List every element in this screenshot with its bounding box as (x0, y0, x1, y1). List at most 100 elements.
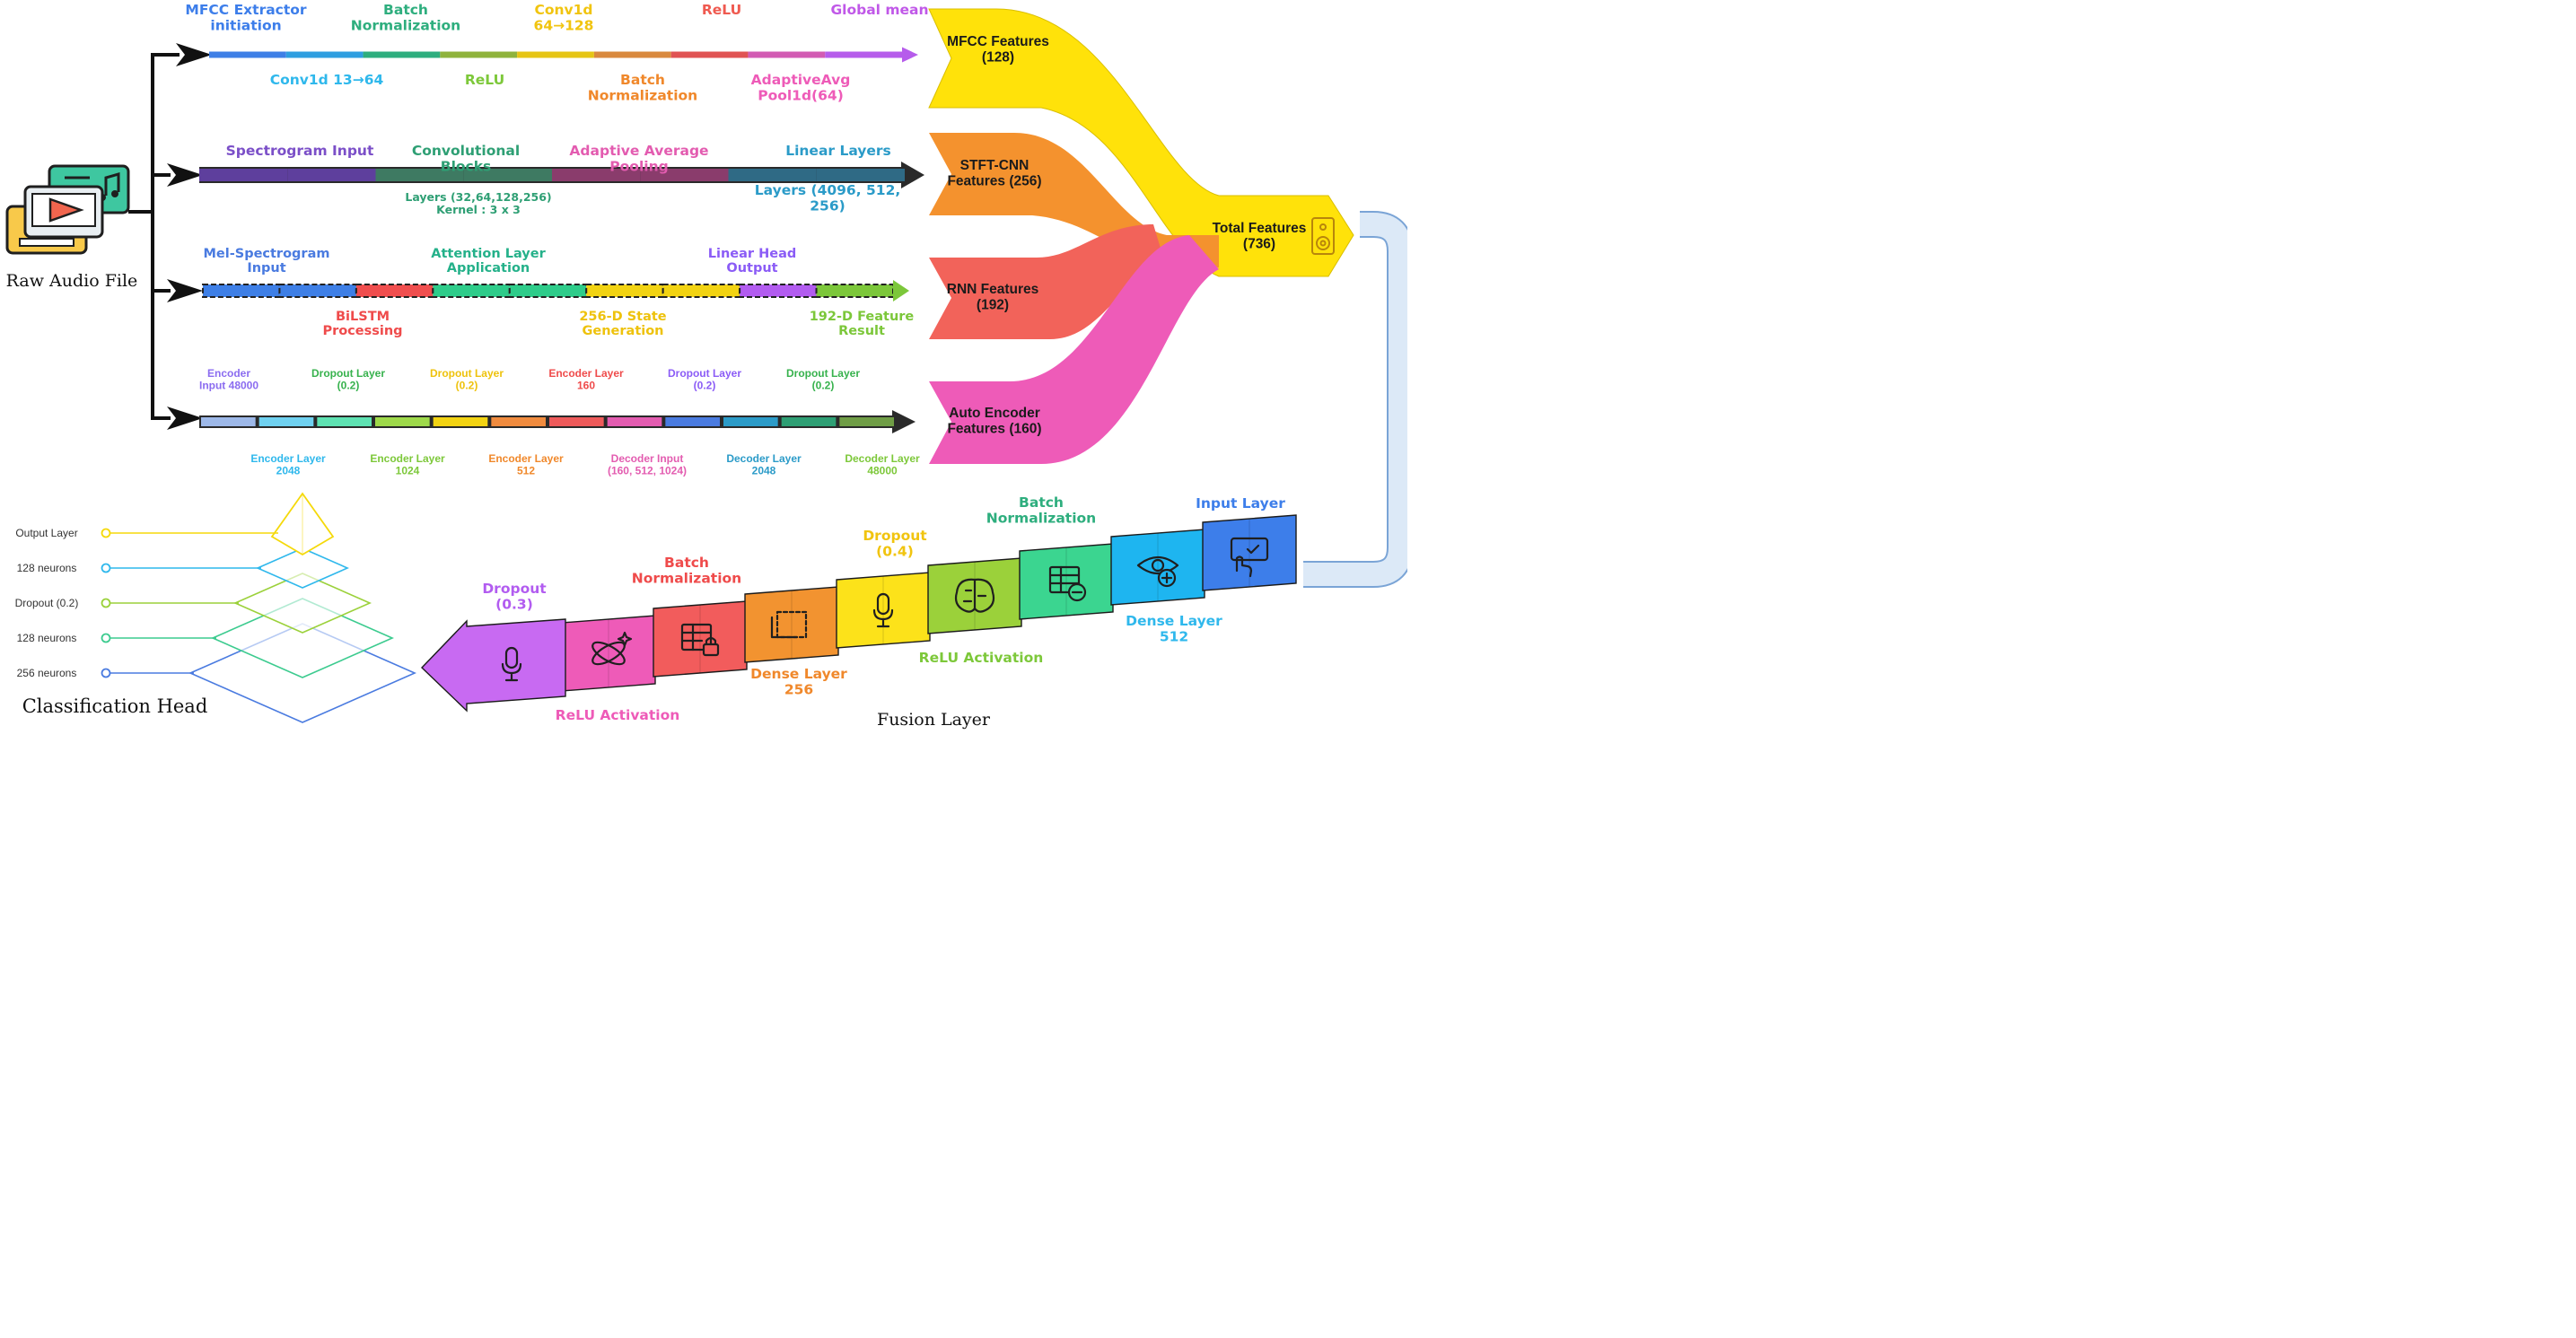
feature-flows (928, 8, 1354, 464)
rnn-branch-bar-segment (585, 284, 664, 298)
autoencoder-branch-bar-segment (665, 417, 720, 426)
classification-layer-label: 128 neurons (17, 562, 77, 574)
fusion-panel (1110, 529, 1205, 606)
rnn-branch-bar-segment (432, 284, 511, 298)
fusion-step-label: ReLU Activation (556, 707, 680, 723)
autoencoder-step-label: Dropout Layer(0.2) (311, 367, 385, 391)
rnn-branch-bar (202, 280, 909, 302)
architecture-diagram: Raw Audio File MFCC Features(128) STFT-C… (5, 2, 1407, 730)
mfcc-step-label: ReLU (465, 72, 504, 88)
atom-icon (591, 631, 633, 666)
mfcc-branch-bar-segment (209, 51, 286, 58)
microphone-icon (501, 646, 522, 682)
autoencoder-step-label: Decoder Input(160, 512, 1024) (608, 452, 687, 477)
mfcc-branch-bar-segment (593, 51, 671, 58)
mfcc-branch-bar-segment (363, 51, 441, 58)
classification-head-title: Classification Head (22, 695, 208, 717)
fusion-step-label: Input Layer (1196, 495, 1285, 512)
speaker-icon (1311, 217, 1335, 255)
stft-branch-bar-segment (463, 169, 552, 181)
stft-branch-bar-segment (375, 169, 464, 181)
fusion-step-label: Dropout(0.4) (863, 528, 927, 559)
stft-branch-bar-segment (816, 169, 905, 181)
fusion-panel (927, 557, 1022, 634)
mfcc-branch-bar-segment (825, 51, 902, 58)
classification-layer: 128 neurons (17, 547, 349, 589)
classification-layer-label: Dropout (0.2) (15, 597, 79, 609)
rnn-branch-bar-segment (739, 284, 818, 298)
classification-layer-label: 128 neurons (17, 632, 77, 644)
fusion-panel (561, 615, 656, 692)
raw-audio-file-label: Raw Audio File (6, 271, 138, 291)
autoencoder-branch-bar-segment (375, 417, 430, 426)
fusion-step-label: Dropout(0.3) (482, 581, 547, 612)
rnn-branch-bar-segment (202, 284, 281, 298)
rnn-branch-bar-arrowhead (893, 280, 909, 302)
mfcc-branch-bar-segment (748, 51, 826, 58)
autoencoder-branch-bar-segment (607, 417, 662, 426)
autoencoder-branch-bar-segment (781, 417, 837, 426)
rnn-flow (929, 224, 1167, 339)
table-lock-icon (680, 623, 720, 657)
mfcc-branch-bar (209, 47, 918, 63)
touch-screen-icon (1230, 537, 1269, 578)
fusion-panel (744, 586, 839, 663)
raw-audio-file-icon (5, 164, 130, 255)
autoencoder-step-label: Dropout Layer(0.2) (668, 367, 741, 391)
autoencoder-step-label: Dropout Layer(0.2) (786, 367, 860, 391)
fusion-panel (1202, 514, 1297, 591)
mfcc-flow (928, 8, 1354, 277)
stft-branch-bar (199, 162, 924, 188)
rnn-branch-bar-segment (355, 284, 434, 298)
autoencoder-step-label: Dropout Layer(0.2) (430, 367, 504, 391)
total-features-label: Total Features(736) (1213, 221, 1307, 251)
mfcc-step-label: ReLU (702, 2, 741, 18)
stft-step-label: Spectrogram Input (226, 143, 374, 159)
stft-branch-bar-segment (287, 169, 376, 181)
microphone-icon (872, 592, 894, 628)
autoencoder-branch-bar-segment (839, 417, 894, 426)
autoencoder-branch-bar-segment (723, 417, 778, 426)
autoencoder-branch-bar-segment (433, 417, 488, 426)
rnn-branch-bar-segment (278, 284, 357, 298)
stft-branch-bar-segment (552, 169, 641, 181)
fusion-layer-title: Fusion Layer (877, 710, 991, 730)
autoencoder-branch-bar-segment (549, 417, 604, 426)
mfcc-branch-bar-segment (517, 51, 594, 58)
fusion-step-label: ReLU Activation (919, 650, 1044, 666)
autoencoder-branch-bar-segment (317, 417, 372, 426)
rnn-features-label: RNN Features(192) (947, 282, 1039, 312)
eye-plus-icon (1136, 555, 1179, 588)
auto-flow (929, 235, 1219, 464)
autoencoder-branch-bar-segment (491, 417, 546, 426)
stft-branch-bar-segment (640, 169, 729, 181)
fusion-panel (836, 572, 931, 649)
rnn-branch-bar-segment (815, 284, 894, 298)
mfcc-branch-bar-segment (670, 51, 749, 58)
stft-step-label: Layers (4096, 512,256) (755, 182, 901, 214)
classification-layer: 128 neurons (17, 598, 394, 678)
autoencoder-branch-bar-segment (201, 417, 256, 426)
